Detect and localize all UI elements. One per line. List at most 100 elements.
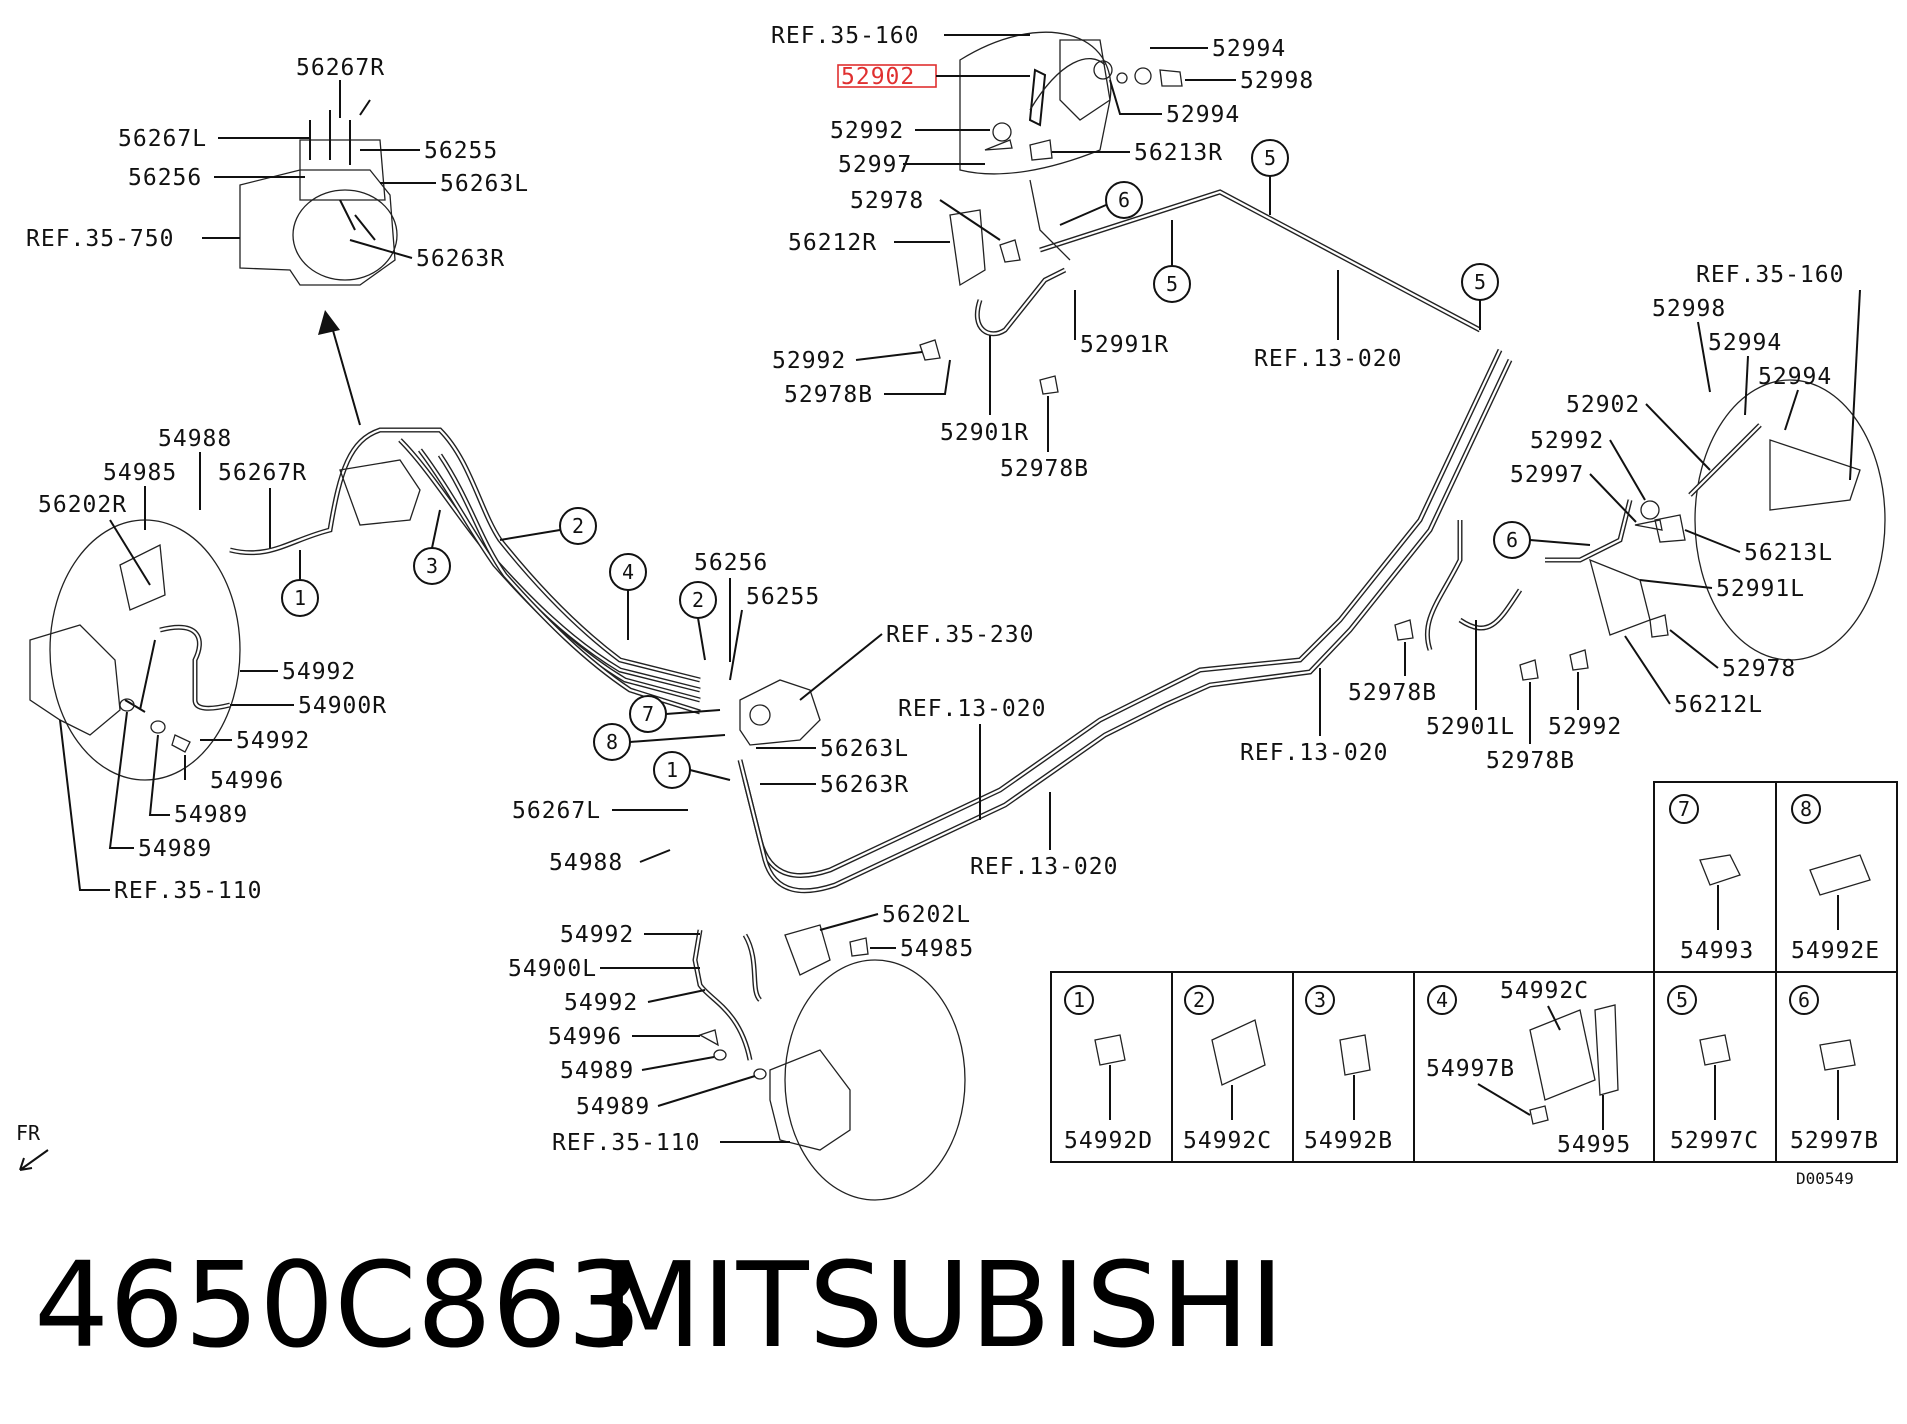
legend-callout-2: 2 bbox=[1193, 988, 1205, 1012]
label-56263R-c: 56263R bbox=[820, 772, 909, 798]
callout-number: 7 bbox=[642, 702, 654, 726]
callout-number: 4 bbox=[622, 560, 634, 584]
legend-box-lower bbox=[1050, 971, 1898, 1163]
label-52902-highlighted: 52902 bbox=[841, 64, 915, 90]
legend-part-54997B: 54997B bbox=[1426, 1056, 1515, 1082]
callout-number: 2 bbox=[692, 588, 704, 612]
label-54989-fl-b: 54989 bbox=[138, 836, 212, 862]
label-56255-c: 56255 bbox=[746, 584, 820, 610]
legend-callout-1: 1 bbox=[1073, 988, 1085, 1012]
label-56256: 56256 bbox=[128, 165, 202, 191]
callout-circle bbox=[559, 507, 597, 545]
legend-part-54992E: 54992E bbox=[1791, 938, 1880, 964]
callout-circle bbox=[1105, 181, 1143, 219]
callout-number: 8 bbox=[606, 730, 618, 754]
label-54988-c: 54988 bbox=[549, 850, 623, 876]
label-52994-top-a: 52994 bbox=[1212, 36, 1286, 62]
label-52992-top-b: 52992 bbox=[772, 348, 846, 374]
label-52998-rr: 52998 bbox=[1652, 296, 1726, 322]
callout-markers: 1 1 2 2 3 4 5 5 5 6 6 7 bbox=[281, 139, 1591, 789]
legend-part-54992B: 54992B bbox=[1304, 1128, 1393, 1154]
callout-number: 5 bbox=[1264, 146, 1276, 170]
front-left-brake-assembly bbox=[692, 924, 966, 1201]
label-52978B-top-a: 52978B bbox=[784, 382, 873, 408]
label-54989-fr-b: 54989 bbox=[576, 1094, 650, 1120]
brand-name: MITSUBISHI bbox=[600, 1236, 1284, 1374]
label-56255: 56255 bbox=[424, 138, 498, 164]
label-56263L-c: 56263L bbox=[820, 736, 909, 762]
label-56212L: 56212L bbox=[1674, 692, 1763, 718]
legend-callout-4: 4 bbox=[1436, 988, 1448, 1012]
callout-number: 3 bbox=[426, 554, 438, 578]
label-54996-fr: 54996 bbox=[548, 1024, 622, 1050]
label-52901R: 52901R bbox=[940, 420, 1029, 446]
label-54992-fl-b: 54992 bbox=[236, 728, 310, 754]
label-ref-13-020-c-b: REF.13-020 bbox=[970, 854, 1118, 880]
label-56212R: 56212R bbox=[788, 230, 877, 256]
label-56213R: 56213R bbox=[1134, 140, 1223, 166]
fr-label: FR bbox=[16, 1121, 41, 1145]
label-56267R: 56267R bbox=[296, 55, 385, 81]
label-52992-top-a: 52992 bbox=[830, 118, 904, 144]
label-52994-rr-a: 52994 bbox=[1708, 330, 1782, 356]
label-56202R: 56202R bbox=[38, 492, 127, 518]
label-56267L-c: 56267L bbox=[512, 798, 601, 824]
callout-number: 1 bbox=[666, 758, 678, 782]
label-56256-c: 56256 bbox=[694, 550, 768, 576]
label-54985-fl: 54985 bbox=[103, 460, 177, 486]
legend-callout-7: 7 bbox=[1678, 797, 1690, 821]
label-52992-rr-b: 52992 bbox=[1548, 714, 1622, 740]
main-brake-pipe-bundle bbox=[229, 427, 701, 715]
label-54989-fl-a: 54989 bbox=[174, 802, 248, 828]
legend-part-54992C-4: 54992C bbox=[1500, 978, 1589, 1004]
label-52978B-top-b: 52978B bbox=[1000, 456, 1089, 482]
rear-brake-pipes bbox=[737, 189, 1513, 894]
legend-callout-8: 8 bbox=[1800, 797, 1812, 821]
callout-number: 1 bbox=[294, 586, 306, 610]
parts-legend-table: 7 54993 8 54992E 1 54992D 2 54992C 3 549… bbox=[1050, 781, 1898, 1163]
detail-arrow-line bbox=[329, 319, 361, 426]
label-54996-fl: 54996 bbox=[210, 768, 284, 794]
legend-callout-3: 3 bbox=[1314, 988, 1326, 1012]
label-ref-35-160-rr: REF.35-160 bbox=[1696, 262, 1844, 288]
callout-number: 2 bbox=[572, 514, 584, 538]
label-52978B-rr-b: 52978B bbox=[1486, 748, 1575, 774]
label-54989-fr-a: 54989 bbox=[560, 1058, 634, 1084]
label-56267R-fl: 56267R bbox=[218, 460, 307, 486]
label-ref-35-160-top: REF.35-160 bbox=[771, 23, 919, 49]
part-number: 4650C863 bbox=[34, 1236, 642, 1374]
legend-part-54992D: 54992D bbox=[1064, 1128, 1153, 1154]
label-ref-35-110-fr: REF.35-110 bbox=[552, 1130, 700, 1156]
front-direction-indicator: FR bbox=[16, 1121, 49, 1171]
legend-part-52997B: 52997B bbox=[1790, 1128, 1879, 1154]
label-ref-35-750: REF.35-750 bbox=[26, 226, 174, 252]
label-56263L: 56263L bbox=[440, 171, 529, 197]
label-54992-fl-a: 54992 bbox=[282, 659, 356, 685]
label-52978B-rr-a: 52978B bbox=[1348, 680, 1437, 706]
abs-unit bbox=[239, 99, 398, 286]
front-right-brake-assembly bbox=[29, 519, 241, 781]
label-52991R: 52991R bbox=[1080, 332, 1169, 358]
legend-part-54995: 54995 bbox=[1557, 1132, 1631, 1158]
label-56267L: 56267L bbox=[118, 126, 207, 152]
label-56202L: 56202L bbox=[882, 902, 971, 928]
label-ref-35-110-fl: REF.35-110 bbox=[114, 878, 262, 904]
label-ref-13-020-c: REF.13-020 bbox=[898, 696, 1046, 722]
master-cylinder bbox=[739, 679, 821, 746]
label-54988-fl: 54988 bbox=[158, 426, 232, 452]
legend-callout-6: 6 bbox=[1798, 988, 1810, 1012]
label-52992-rr: 52992 bbox=[1530, 428, 1604, 454]
label-52997-rr: 52997 bbox=[1510, 462, 1584, 488]
callout-number: 6 bbox=[1506, 528, 1518, 552]
rear-right-brake-assembly bbox=[919, 31, 1183, 395]
callout-number: 5 bbox=[1166, 272, 1178, 296]
callout-number: 6 bbox=[1118, 188, 1130, 212]
label-52994-rr-b: 52994 bbox=[1758, 364, 1832, 390]
label-52991L: 52991L bbox=[1716, 576, 1805, 602]
label-54900L: 54900L bbox=[508, 956, 597, 982]
label-52902-rr: 52902 bbox=[1566, 392, 1640, 418]
legend-part-54992C: 54992C bbox=[1183, 1128, 1272, 1154]
diagram-code: D00549 bbox=[1796, 1169, 1854, 1188]
label-52994-top-b: 52994 bbox=[1166, 102, 1240, 128]
